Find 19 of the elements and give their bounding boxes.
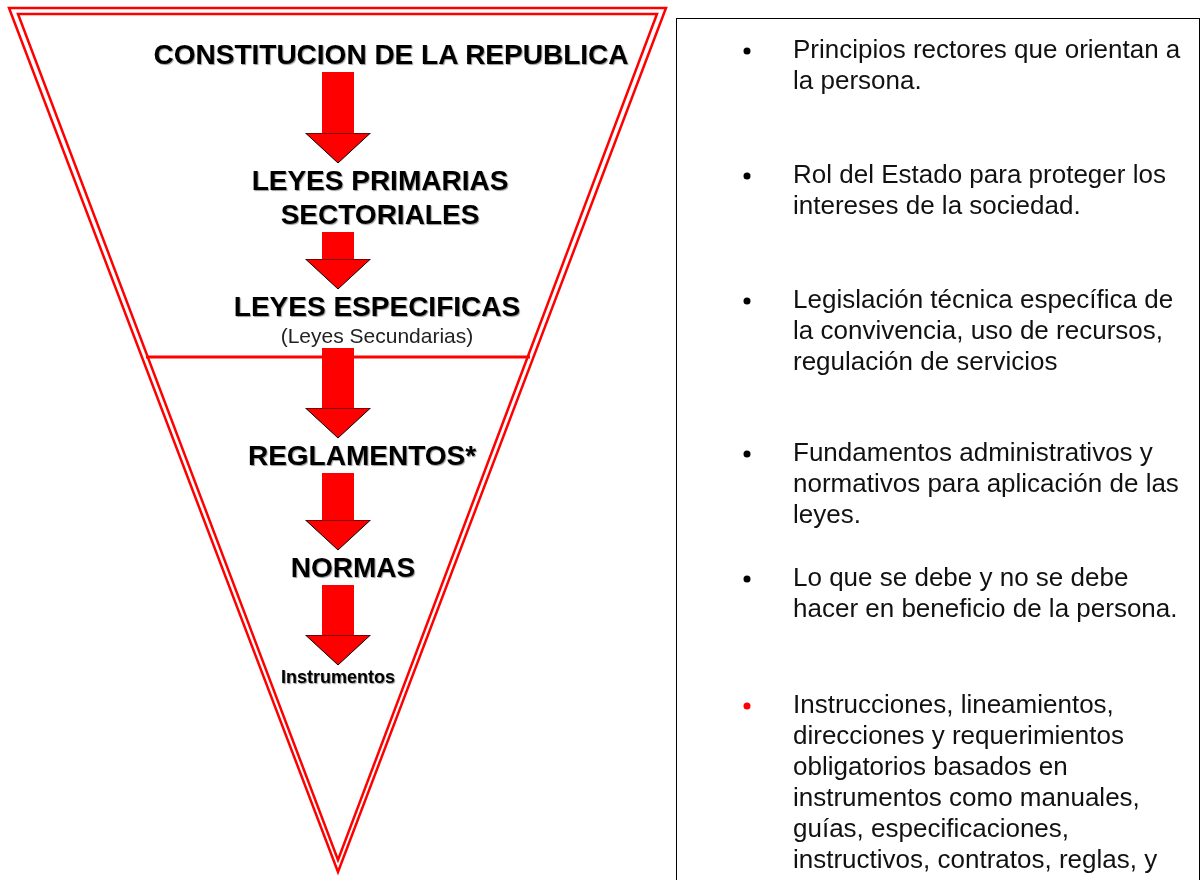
level-heading: REGLAMENTOS*	[247, 439, 477, 473]
level-heading: Instrumentos	[281, 666, 395, 688]
down-arrow	[305, 473, 371, 551]
bullet-text: Legislación técnica específica de la convivencia, uso de recursos, regulación de servicios	[793, 284, 1175, 377]
level-heading: CONSTITUCION DE LA REPUBLICA	[153, 38, 629, 72]
text-panel	[676, 18, 1200, 880]
down-arrow	[305, 232, 371, 290]
down-arrow	[305, 348, 371, 439]
down-arrow	[305, 585, 371, 666]
bullet-text: Lo que se debe y no se debe hacer en beneficio de la persona.	[793, 562, 1179, 624]
down-arrow	[305, 72, 371, 164]
bullet-text: Principios rectores que orientan a la persona.	[793, 34, 1182, 96]
level-heading: NORMAS	[290, 551, 416, 585]
bullet-text: Instrucciones, lineamientos, direcciones y requerimientos obligatorios basados en instrumentos como manuales, guías, especificaciones, instructivos, contratos, reglas, y	[793, 689, 1159, 875]
level-subtitle: (Leyes Secundarias)	[280, 324, 474, 348]
bullet-text: Fundamentos administrativos y normativos para aplicación de las leyes.	[793, 437, 1180, 530]
level-heading: LEYES PRIMARIAS SECTORIALES	[250, 164, 510, 232]
bullet-text: Rol del Estado para proteger los intereses de la sociedad.	[793, 159, 1167, 221]
level-heading: LEYES ESPECIFICAS	[233, 290, 521, 324]
